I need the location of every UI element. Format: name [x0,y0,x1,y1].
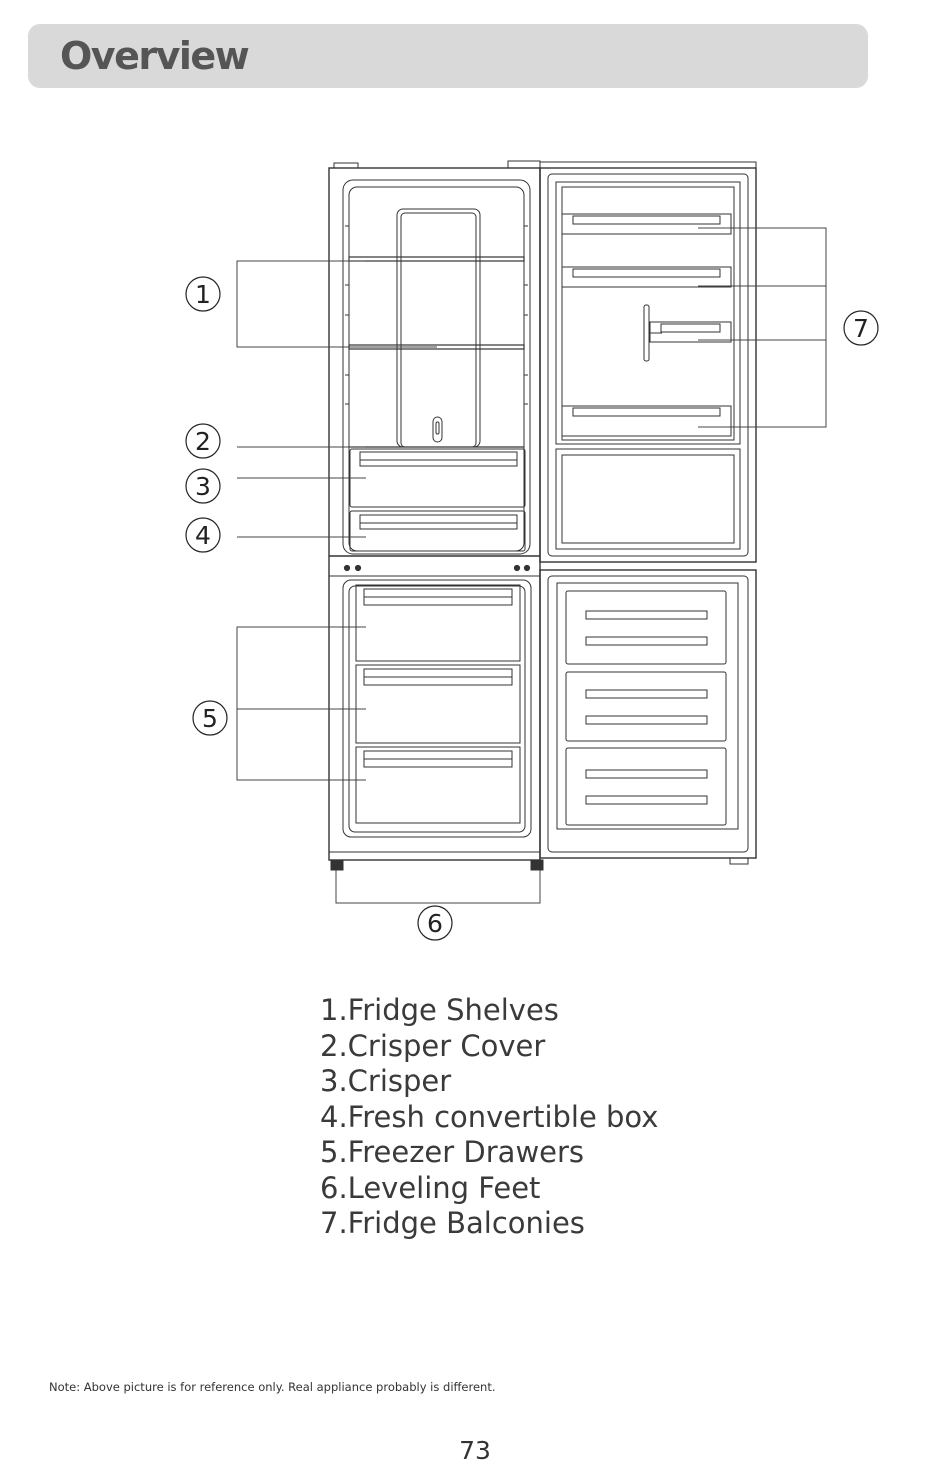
fridge-body [329,161,543,870]
callout-4-label: 4 [195,521,211,550]
callout-7-label: 7 [853,314,869,343]
legend-item-fresh-box: 4.Fresh convertible box [320,1100,658,1136]
callout-1-label: 1 [195,280,211,309]
legend-item-fridge-shelves: 1.Fridge Shelves [320,993,658,1029]
callout-6-label: 6 [427,909,443,938]
fridge-door [540,162,756,562]
callout-5-label: 5 [202,704,218,733]
callouts: 1 2 3 4 5 6 7 [186,277,878,940]
callout-7: 7 [844,311,878,345]
callout-2: 2 [186,424,220,458]
callout-5: 5 [193,701,227,735]
parts-legend: 1.Fridge Shelves 2.Crisper Cover 3.Crisp… [320,993,658,1242]
callout-1: 1 [186,277,220,311]
callout-3-label: 3 [195,472,211,501]
fridge-diagram: 1 2 3 4 5 6 7 [0,0,950,960]
legend-item-crisper: 3.Crisper [320,1064,658,1100]
callout-2-label: 2 [195,427,211,456]
legend-item-crisper-cover: 2.Crisper Cover [320,1029,658,1065]
legend-item-leveling-feet: 6.Leveling Feet [320,1171,658,1207]
freezer-door [540,570,756,864]
legend-item-freezer-drawers: 5.Freezer Drawers [320,1135,658,1171]
reference-note: Note: Above picture is for reference onl… [49,1380,496,1394]
callout-6: 6 [418,906,452,940]
legend-item-fridge-balconies: 7.Fridge Balconies [320,1206,658,1242]
page-number: 73 [0,1436,950,1465]
callout-4: 4 [186,518,220,552]
callout-3: 3 [186,469,220,503]
